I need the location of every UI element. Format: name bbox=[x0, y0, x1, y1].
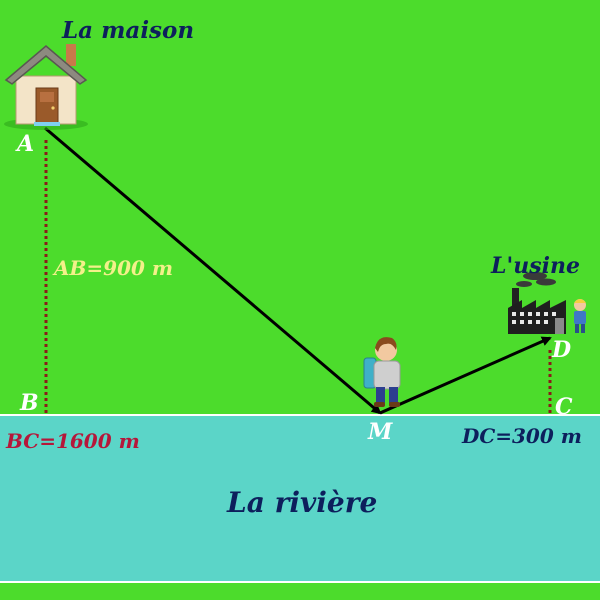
person-with-bucket-icon bbox=[363, 337, 401, 407]
point-c-label: C bbox=[555, 394, 573, 420]
measure-ab: AB=900 m bbox=[52, 256, 173, 280]
factory-title: L'usine bbox=[490, 253, 580, 279]
house-icon bbox=[4, 44, 88, 130]
measure-bc: BC=1600 m bbox=[5, 429, 140, 453]
worker-icon bbox=[574, 299, 586, 333]
house-title: La maison bbox=[61, 17, 194, 44]
factory-icon bbox=[508, 272, 566, 334]
river bbox=[0, 415, 600, 583]
point-m-label: M bbox=[367, 419, 393, 445]
path-m-to-d bbox=[379, 336, 552, 415]
point-a-label: A bbox=[15, 131, 34, 157]
point-b-label: B bbox=[19, 390, 39, 416]
path-a-to-m bbox=[44, 126, 382, 415]
measure-dc: DC=300 m bbox=[461, 424, 582, 448]
point-d-label: D bbox=[551, 337, 571, 363]
river-label: La rivière bbox=[226, 486, 377, 519]
